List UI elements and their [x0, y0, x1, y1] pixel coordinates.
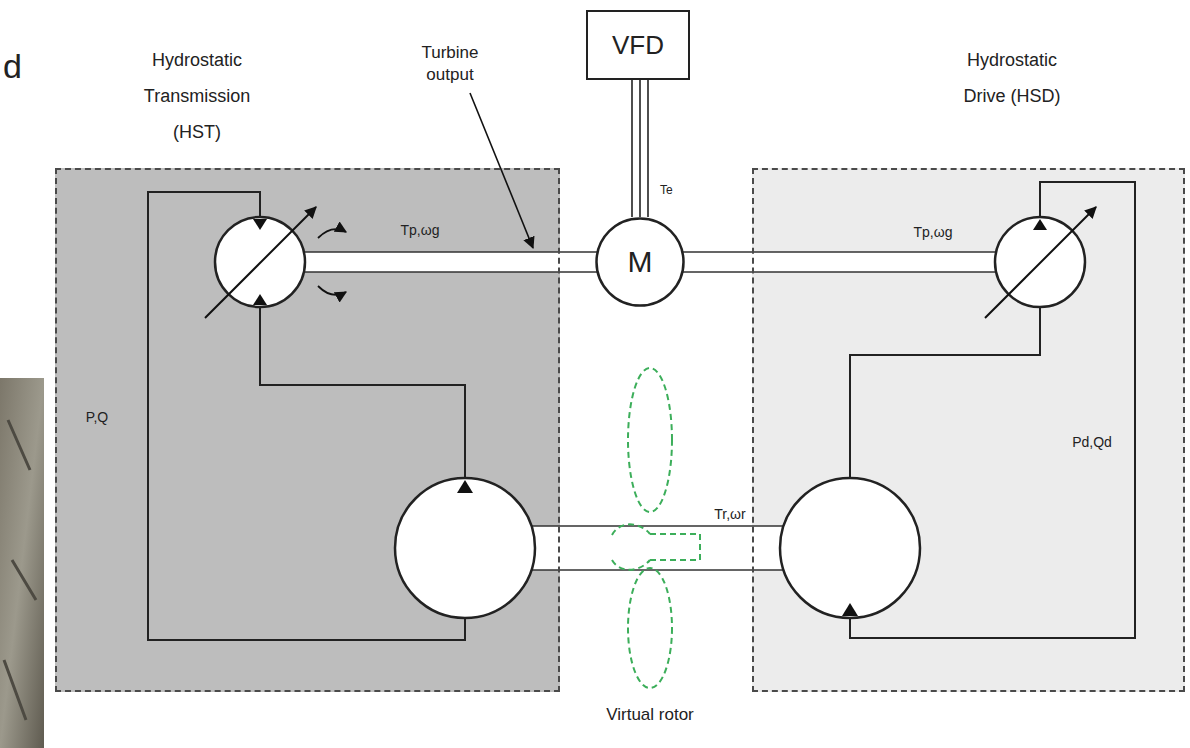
flow-label: P,Q — [62, 408, 132, 426]
flow-label: Pd,Qd — [1052, 433, 1132, 451]
callout-label: Turbine output — [405, 42, 495, 86]
rotor-hub — [612, 524, 700, 569]
flow-triangle — [253, 219, 267, 230]
shaft-label: Tp,ωg — [906, 223, 960, 241]
rotor-label: Virtual rotor — [585, 704, 715, 726]
shaft-label: Tp,ωg — [393, 221, 447, 239]
fixed-motor — [780, 478, 920, 618]
photo-detail — [4, 420, 36, 720]
region-fill — [55, 168, 560, 692]
shaft — [303, 252, 598, 272]
circle-shape — [597, 219, 684, 306]
hydraulic-line — [260, 307, 465, 478]
vfd-box: VFD — [586, 10, 690, 80]
flow-triangle — [842, 603, 858, 616]
motor-circle: M — [595, 217, 685, 307]
region-heading: Hydrostatic Drive (HSD) — [947, 42, 1077, 114]
rotation-arrow — [318, 229, 346, 238]
flow-triangle — [457, 480, 473, 493]
flow-triangle — [1033, 219, 1047, 230]
hsd-region: Hydrostatic Drive (HSD)Pd,Qd — [752, 168, 1185, 692]
rotor-shaft — [530, 526, 785, 570]
power-cable — [632, 80, 648, 217]
signal-label: Te — [660, 183, 673, 197]
cable-line — [631, 80, 633, 217]
rotor-blade — [628, 568, 672, 688]
fixed-pump — [395, 478, 535, 618]
leader-arrow — [470, 93, 533, 248]
region-heading: Hydrostatic Transmission (HST) — [132, 42, 262, 150]
hydraulic-line — [850, 307, 1040, 478]
fragment-letter: d — [3, 46, 33, 86]
rotation-arrow — [318, 286, 346, 295]
motor-label: M — [628, 245, 653, 279]
shaft-label: Tr,ωr — [703, 505, 757, 523]
variable-arrow — [205, 207, 316, 318]
rotor-blade — [628, 368, 672, 512]
variable-arrow — [985, 207, 1096, 318]
photo-fragment — [0, 378, 44, 748]
cable-line — [639, 80, 641, 217]
hst-region: Hydrostatic Transmission (HST)P,Q — [55, 168, 560, 692]
region-fill — [752, 168, 1185, 692]
flow-triangle — [253, 294, 267, 305]
shaft — [682, 252, 998, 272]
box-label: VFD — [612, 30, 664, 60]
cable-line — [647, 80, 649, 217]
